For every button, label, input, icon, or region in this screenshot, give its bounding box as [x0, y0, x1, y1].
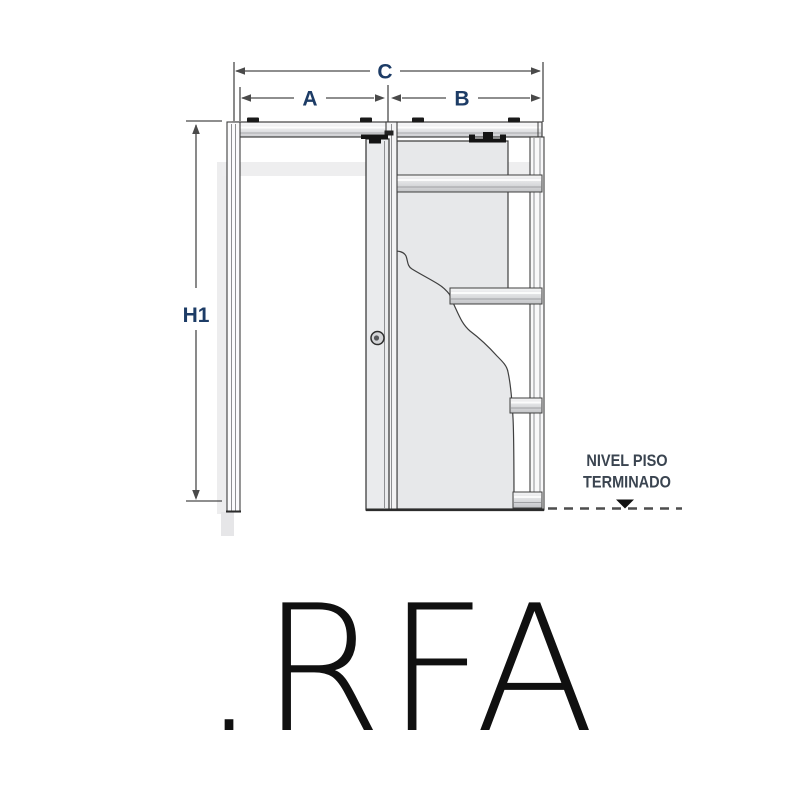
track-fixing-clips	[247, 117, 520, 123]
clip-icon	[247, 117, 259, 123]
rail-bottom	[512, 491, 543, 509]
clip-icon	[508, 117, 520, 123]
rail-top	[391, 174, 543, 193]
door-hanger-icon	[361, 134, 388, 144]
dimension-height: H1	[183, 120, 222, 502]
door-guide-icon	[384, 130, 394, 136]
dimension-label-h1: H1	[183, 304, 210, 327]
arrowhead-down-icon	[192, 490, 200, 500]
arrowhead-right-icon	[531, 67, 541, 75]
arrowhead-right-icon	[375, 94, 385, 102]
arrowhead-up-icon	[192, 124, 200, 134]
arrowhead-left-icon	[391, 94, 401, 102]
panel-shape	[396, 140, 515, 510]
rail-middle	[449, 287, 543, 305]
flush-pull-handle-center	[373, 335, 380, 341]
left-jamb	[226, 121, 241, 513]
pocket-door-panel-cutaway	[392, 132, 515, 510]
floor-note-line1: NIVEL PISO	[586, 452, 667, 470]
dimension-total-width: C	[233, 61, 544, 122]
floor-note-line2: TERMINADO	[583, 474, 671, 492]
sliding-door-leaf	[361, 134, 390, 511]
file-extension-label: .RFA	[201, 569, 599, 772]
dimension-label-b: B	[454, 88, 469, 111]
torn-edge-line	[392, 250, 451, 296]
arrowhead-left-icon	[235, 67, 245, 75]
rail-lower	[509, 397, 543, 414]
cassette-right-post	[529, 136, 545, 511]
arrowhead-left-icon	[241, 94, 251, 102]
door-hanger-icon	[469, 132, 506, 143]
dimension-passage-width: A	[239, 85, 389, 122]
dimension-label-a: A	[302, 88, 317, 111]
level-triangle-icon	[616, 499, 634, 509]
dimension-label-c: C	[377, 61, 392, 84]
pocket-door-frame-diagram: C A B H1	[183, 61, 682, 536]
arrowhead-right-icon	[531, 94, 541, 102]
clip-icon	[360, 117, 372, 123]
clip-icon	[412, 117, 424, 123]
dimension-pocket-width: B	[391, 88, 541, 111]
floor-level-marker: NIVEL PISO TERMINADO	[548, 452, 682, 510]
